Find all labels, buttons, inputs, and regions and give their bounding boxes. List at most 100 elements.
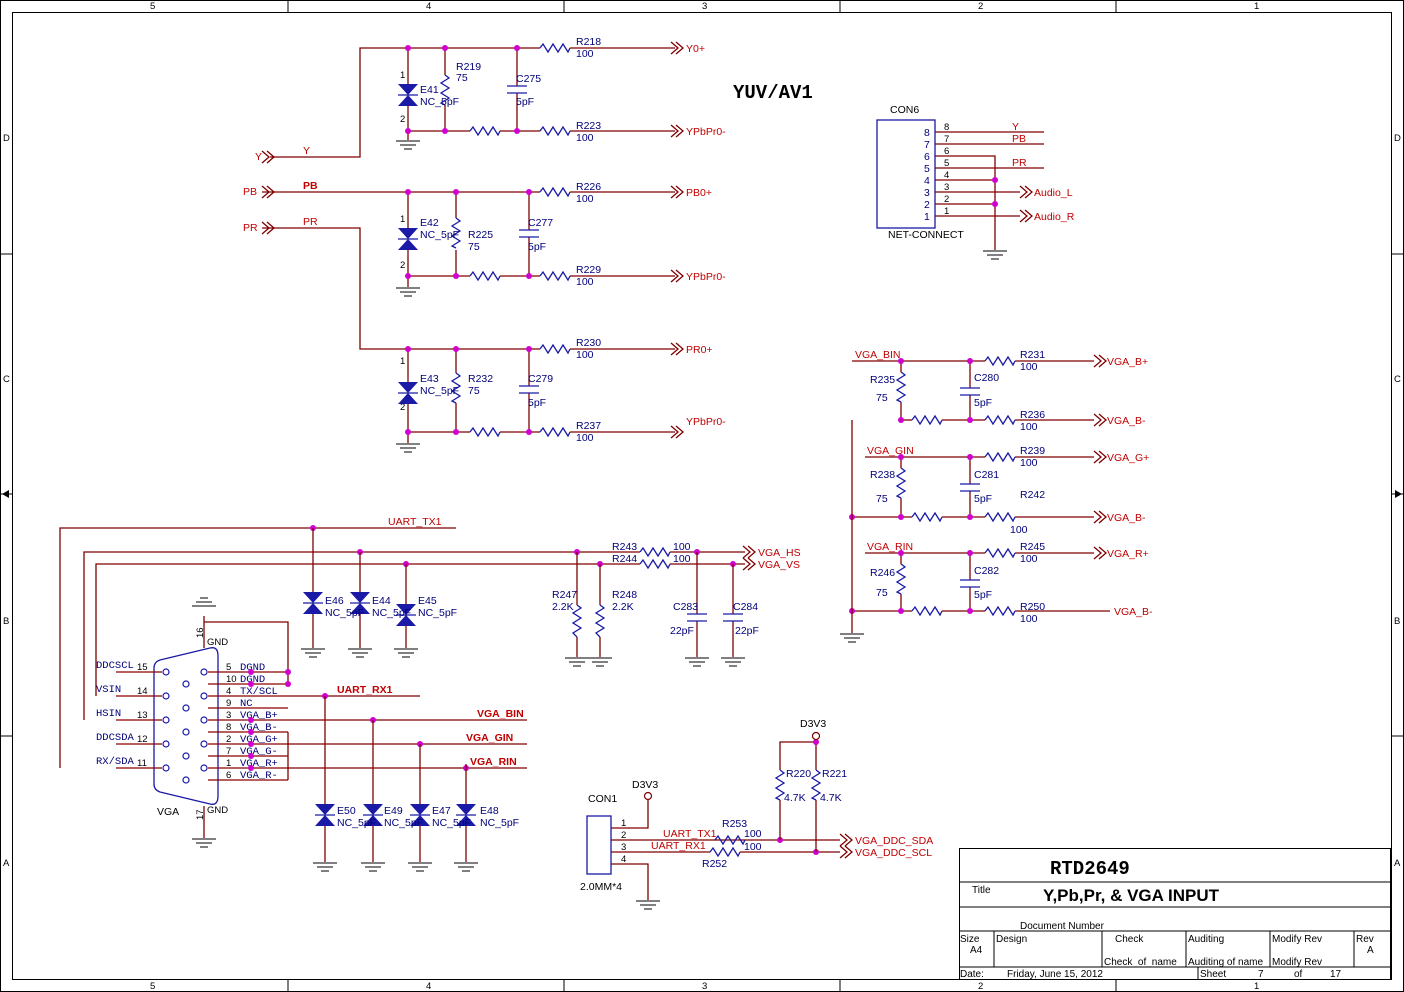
value-label: 5pF <box>528 397 546 409</box>
ground-icon <box>348 648 372 658</box>
ground-icon <box>408 862 432 872</box>
net-label: Y <box>255 151 262 163</box>
net-label: VGA_B+ <box>1107 356 1148 368</box>
ref-label: R247 <box>552 589 577 601</box>
value-label: 75 <box>876 493 888 505</box>
ref-label: R219 <box>456 61 481 73</box>
diode-icon <box>350 603 370 614</box>
pin-number: 11 <box>137 758 147 769</box>
ref-label: E42 <box>420 217 439 229</box>
ref-label: CON1 <box>588 793 617 805</box>
pin-name: DGND <box>240 674 265 686</box>
net-label: VGA_GIN <box>867 445 914 457</box>
diode-icon <box>303 592 323 603</box>
value-label: 100 <box>576 432 594 444</box>
net-label: PR <box>1012 157 1027 169</box>
value-label: 2.2K <box>552 601 574 613</box>
title-label: Title <box>972 885 991 896</box>
net-label: VGA_B- <box>1107 415 1146 427</box>
ground-icon <box>301 648 325 658</box>
doc-number-label: Document Number <box>1020 921 1105 932</box>
pin-socket <box>200 716 208 724</box>
net-label: UART_TX1 <box>663 828 717 840</box>
pin-name: GND <box>207 805 228 816</box>
auditing-label: Auditing <box>1188 934 1224 945</box>
pin-number: 8 <box>226 722 231 733</box>
pin-number: 15 <box>137 662 148 673</box>
title-block: RTD2649 Title Y,Pb,Pr, & VGA INPUT Docum… <box>959 848 1391 980</box>
value-label: 100 <box>1020 613 1038 625</box>
ref-label: C279 <box>528 373 553 385</box>
ref-label: C281 <box>974 469 999 481</box>
pin-number: 5 <box>226 662 231 673</box>
ref-label: R253 <box>722 818 747 830</box>
check-label: Check <box>1115 934 1144 945</box>
net-label: PR <box>303 216 318 228</box>
ref-label: E46 <box>325 595 344 607</box>
svg-text:2: 2 <box>400 260 405 271</box>
pin-number: 3 <box>944 182 949 193</box>
y-channel: 12 R218 100 R219 75 C275 5pF E41 NC_5pF … <box>255 36 726 164</box>
ref-label: R246 <box>870 567 895 579</box>
svg-text:1: 1 <box>400 214 405 225</box>
pin-number: 5 <box>944 158 949 169</box>
ref-label: C280 <box>974 372 999 384</box>
ref-label: C277 <box>528 217 553 229</box>
value-label: 2.2K <box>612 601 634 613</box>
pin-name: DDCSDA <box>96 732 135 744</box>
diode-icon <box>456 804 476 815</box>
ref-label: R244 <box>612 553 637 565</box>
value-label: NET-CONNECT <box>888 229 964 241</box>
pin-number: 3 <box>924 187 930 199</box>
value-label: 2.0MM*4 <box>580 881 622 893</box>
pin-socket <box>162 668 170 676</box>
pin-socket <box>182 680 190 688</box>
value-label: 100 <box>1020 421 1038 433</box>
net-label: PB0+ <box>686 187 712 199</box>
pin-name: VGA_B- <box>240 722 278 734</box>
ground-icon <box>454 862 478 872</box>
pin-name: DDCSCL <box>96 660 134 672</box>
value-label: 100 <box>744 828 762 840</box>
of-label: of <box>1294 969 1303 980</box>
value-label: NC_5pF <box>432 817 471 829</box>
pin-number: 1 <box>924 211 930 223</box>
diode-icon <box>303 603 323 614</box>
net-label: VGA_RIN <box>470 756 517 768</box>
pin-name: VGA_G- <box>240 746 278 758</box>
ref-label: E43 <box>420 373 439 385</box>
pin-number: 8 <box>924 127 930 139</box>
value-label: 100 <box>1010 524 1028 536</box>
svg-text:2: 2 <box>400 114 405 125</box>
pin-name: VGA_B+ <box>240 710 278 722</box>
value-label: 100 <box>1020 457 1038 469</box>
pin-number: 7 <box>944 134 949 145</box>
pin-number: 3 <box>621 842 626 853</box>
pin-socket <box>182 752 190 760</box>
ref-label: R235 <box>870 374 895 386</box>
ref-label: C275 <box>516 73 541 85</box>
value-label: 100 <box>576 193 594 205</box>
ref-label: C284 <box>733 601 758 613</box>
pin-socket <box>162 740 170 748</box>
pin-number: 3 <box>226 710 231 721</box>
svg-text:2: 2 <box>400 402 405 413</box>
net-label: VGA_BIN <box>477 708 524 720</box>
ref-label: E44 <box>372 595 391 607</box>
border-col-label: 1 <box>1254 981 1259 992</box>
check-name: Check_of_name <box>1104 957 1177 968</box>
net-label: VGA_R+ <box>1107 548 1149 560</box>
diode-icon <box>350 592 370 603</box>
ref-label: E47 <box>432 805 451 817</box>
value-label: NC_5pF <box>384 817 423 829</box>
ref-label: R248 <box>612 589 637 601</box>
pin-number: 2 <box>924 199 930 211</box>
pin-name: VGA_R+ <box>240 758 278 770</box>
pin-name: VGA_G+ <box>240 734 278 746</box>
value-label: 4.7K <box>784 792 806 804</box>
pin-number: 4 <box>924 175 930 187</box>
value-label: 22pF <box>735 625 759 637</box>
net-label: PB <box>243 186 257 198</box>
pin-number: 10 <box>226 674 237 685</box>
ref-label: E45 <box>418 595 437 607</box>
